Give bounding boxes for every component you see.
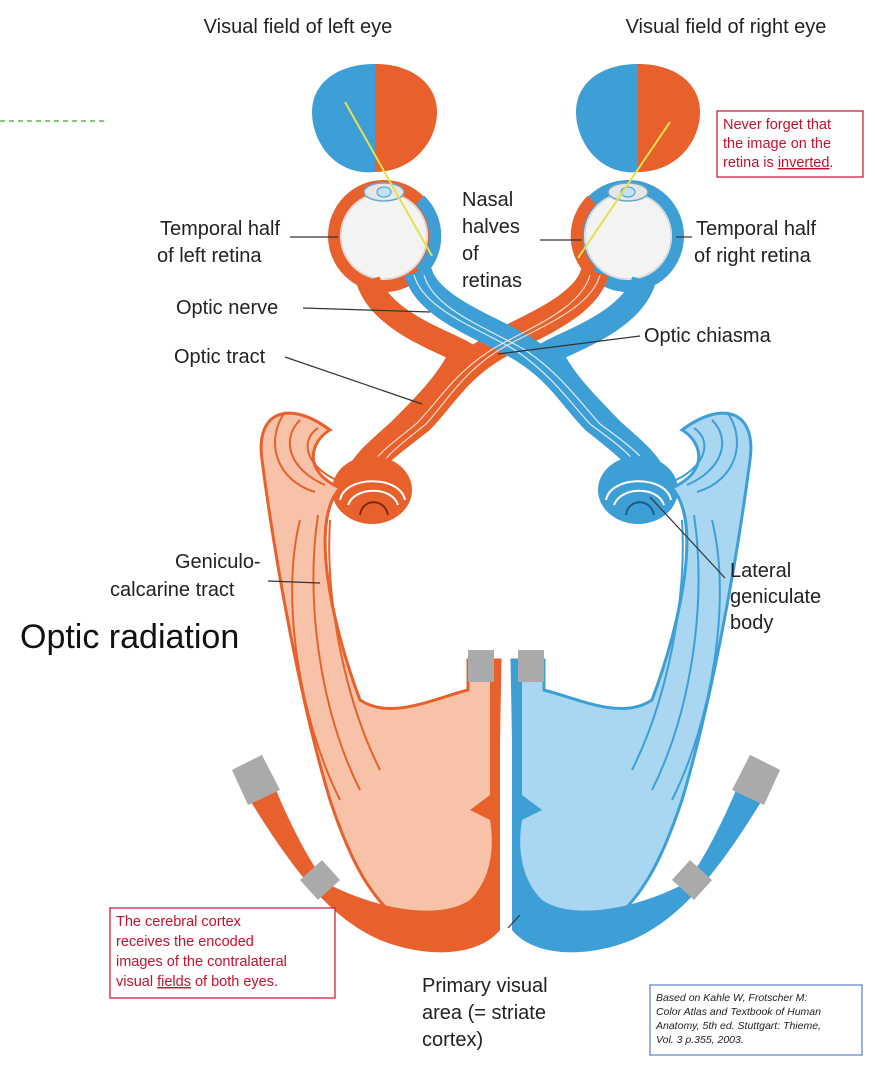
orange-fiber-lines xyxy=(364,274,601,479)
nasal-label-3: of xyxy=(462,243,479,265)
light-rays xyxy=(344,101,671,259)
citation-line-1: Based on Kahle W, Frotscher M: xyxy=(656,992,807,1004)
citation-line-4: Vol. 3 p.355, 2003. xyxy=(656,1034,744,1046)
citation-line-3: Anatomy, 5th ed. Stuttgart: Thieme, xyxy=(655,1020,821,1032)
right-visual-field xyxy=(576,64,700,173)
cortex-note-line-1: The cerebral cortex xyxy=(116,914,242,930)
left-temporal-fibers-path xyxy=(343,275,478,486)
optic-nerve-label: Optic nerve xyxy=(176,297,278,319)
temporal-right-label-1: Temporal half xyxy=(696,218,817,240)
leader-lines xyxy=(267,236,726,929)
optic-tract-label: Optic tract xyxy=(174,346,266,368)
cortex-note-line-2: receives the encoded xyxy=(116,934,254,950)
nasal-label-4: retinas xyxy=(462,270,522,292)
visual-field-right-label: Visual field of right eye xyxy=(626,16,827,38)
cortex-note-line-3: images of the contralateral xyxy=(116,954,287,970)
left-eyeball xyxy=(328,180,442,292)
temporal-left-label-2: of left retina xyxy=(157,245,262,267)
temporal-left-label-1: Temporal half xyxy=(160,218,281,240)
citation-line-2: Color Atlas and Textbook of Human xyxy=(656,1006,821,1018)
left-visual-field xyxy=(312,64,437,173)
temporal-right-label-2: of right retina xyxy=(694,245,812,267)
primary-visual-label-2: area (= striate xyxy=(422,1002,546,1024)
inverted-note-line-1: Never forget that xyxy=(723,117,831,133)
citation-box: Based on Kahle W, Frotscher M: Color Atl… xyxy=(649,984,863,1056)
geniculo-label-2: calcarine tract xyxy=(110,579,235,601)
cortex-note-line-4: visual fields of both eyes. xyxy=(116,974,278,990)
blue-fiber-lines xyxy=(413,274,655,479)
nasal-label-1: Nasal xyxy=(462,189,513,211)
nasal-label-2: halves xyxy=(462,216,520,238)
right-lateral-geniculate xyxy=(598,456,678,524)
primary-visual-label-1: Primary visual xyxy=(422,975,548,997)
left-optic-radiation xyxy=(259,411,502,947)
right-eyeball xyxy=(570,180,684,292)
left-striate-cortex xyxy=(232,650,500,953)
primary-visual-label-3: cortex) xyxy=(422,1029,483,1051)
inverted-note-line-3: retina is inverted. xyxy=(723,155,833,171)
optic-chiasma-label: Optic chiasma xyxy=(644,325,772,347)
lateral-geniculate-label-2: geniculate xyxy=(730,586,821,608)
cortex-note-box: The cerebral cortex receives the encoded… xyxy=(109,907,336,999)
right-striate-cortex xyxy=(512,650,780,953)
visual-field-left-label: Visual field of left eye xyxy=(204,16,393,38)
lateral-geniculate-label-3: body xyxy=(730,612,773,634)
left-lateral-geniculate xyxy=(332,456,412,524)
geniculo-label-1: Geniculo- xyxy=(175,551,261,573)
inverted-note-line-2: the image on the xyxy=(723,136,831,152)
optic-radiation-label: Optic radiation xyxy=(20,618,239,656)
inverted-note-box: Never forget that the image on the retin… xyxy=(716,110,864,178)
lateral-geniculate-label-1: Lateral xyxy=(730,560,791,582)
